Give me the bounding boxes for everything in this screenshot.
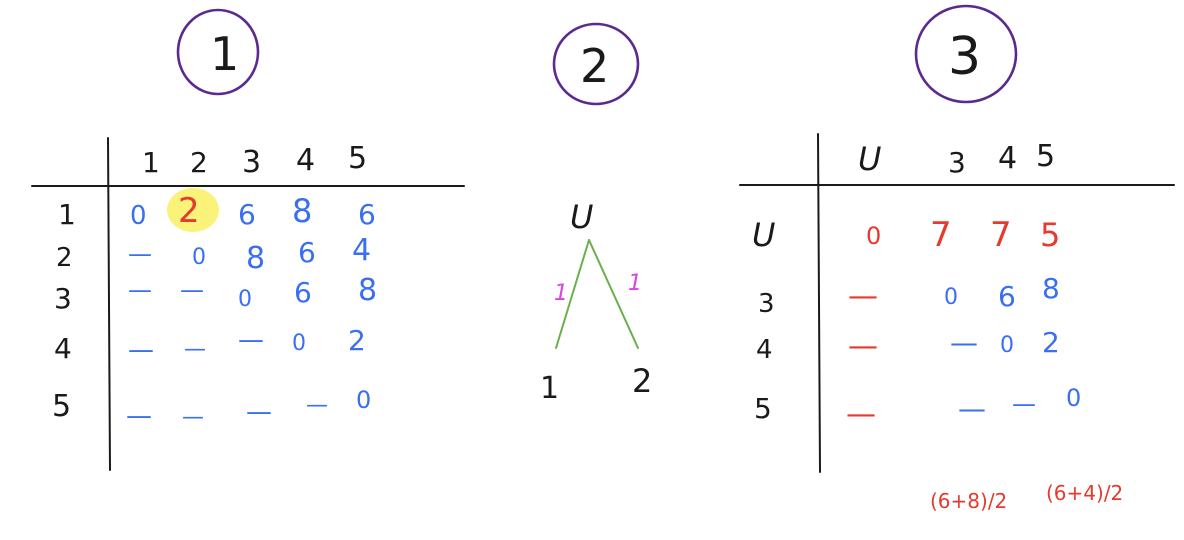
- matrix-1-cell: —: [246, 397, 272, 427]
- cluster-tree: U 1 2 1 1: [540, 198, 652, 406]
- matrix-1-cell: 0: [292, 331, 306, 356]
- matrix-3-cell: 0: [944, 285, 958, 310]
- matrix-1-row-header: 5: [52, 389, 71, 424]
- matrix-1: 1 2 3 4 5 1 2 3 4 5 0 2 6 8 6 — 0 8 6 4 …: [31, 137, 465, 471]
- matrix-1-cell: —: [128, 276, 152, 304]
- matrix-3: U 3 4 5 U 3 4 5 0 7 7 5 — 0 6 8 — — 0 2 …: [739, 133, 1175, 513]
- matrix-3-cell: 6: [998, 280, 1016, 313]
- matrix-1-cell: —: [128, 335, 154, 365]
- matrix-3-cell: —: [846, 397, 876, 432]
- matrix-1-col-header: 1: [142, 146, 160, 179]
- matrix-1-row-header: 2: [56, 243, 73, 273]
- matrix-1-cell: 0: [130, 201, 147, 231]
- matrix-1-row-rule: [107, 137, 111, 471]
- matrix-1-col-header: 5: [348, 141, 367, 176]
- matrix-3-cell: —: [950, 326, 978, 359]
- matrix-1-cell: —: [238, 325, 264, 355]
- matrix-1-cell: —: [184, 337, 206, 362]
- matrix-1-cell: 4: [352, 233, 371, 268]
- matrix-3-cell: 8: [1042, 272, 1060, 305]
- matrix-3-note: (6+4)/2: [1046, 481, 1123, 505]
- matrix-1-cell: 6: [238, 198, 256, 231]
- tree-right-branch: [588, 239, 639, 349]
- matrix-3-cell: 5: [1040, 216, 1060, 254]
- matrix-1-cell: —: [128, 240, 152, 268]
- matrix-1-cell: 6: [298, 236, 316, 269]
- matrix-1-cell: 6: [358, 198, 376, 231]
- tree-left-branch-length: 1: [554, 281, 568, 306]
- matrix-1-cell: 6: [294, 276, 312, 309]
- matrix-3-cell: —: [958, 392, 986, 425]
- matrix-3-cell: 0: [866, 222, 881, 250]
- matrix-1-col-header: 3: [242, 145, 261, 180]
- matrix-3-col-header: 5: [1036, 139, 1055, 174]
- matrix-3-row-header: 3: [758, 289, 775, 319]
- matrix-1-cell: —: [126, 401, 152, 431]
- matrix-1-cell: —: [180, 276, 204, 304]
- matrix-1-cell: 0: [356, 386, 371, 414]
- matrix-1-row-header: 4: [54, 332, 72, 365]
- step-2-label: 2: [580, 39, 609, 93]
- matrix-1-cell: 0: [192, 245, 206, 270]
- matrix-3-row-rule: [817, 133, 821, 473]
- matrix-1-row-header: 3: [54, 282, 72, 315]
- matrix-3-cell: 0: [1000, 333, 1014, 358]
- matrix-3-cell: —: [848, 279, 878, 314]
- matrix-1-cell: 8: [358, 273, 377, 308]
- matrix-3-row-header: 5: [754, 392, 772, 425]
- step-1-label: 1: [210, 27, 239, 81]
- step-1-circle: [176, 8, 260, 96]
- tree-right-branch-length: 1: [628, 271, 642, 296]
- matrix-3-col-header: 3: [948, 146, 966, 179]
- matrix-1-cell: 8: [246, 241, 265, 276]
- matrix-3-cell: —: [848, 329, 878, 364]
- highlight-marker: [167, 188, 219, 232]
- matrix-1-cell: —: [182, 405, 204, 430]
- matrix-3-cell: 2: [1042, 326, 1060, 359]
- matrix-3-cell: 0: [1066, 384, 1081, 412]
- tree-root-label: U: [570, 198, 593, 236]
- matrix-1-cell: 0: [238, 287, 252, 312]
- matrix-3-row-header: U: [752, 216, 775, 254]
- matrix-1-col-header: 4: [296, 143, 315, 178]
- matrix-3-col-header: U: [858, 140, 881, 178]
- matrix-1-cell: 2: [348, 324, 366, 357]
- matrix-3-cell: 7: [990, 215, 1012, 255]
- matrix-3-row-header: 4: [756, 335, 773, 365]
- step-3-circle: [914, 4, 1018, 104]
- matrix-1-cell: 8: [292, 192, 312, 230]
- matrix-3-cell: 7: [930, 215, 952, 255]
- matrix-1-cell: —: [306, 393, 328, 418]
- matrix-3-cell: —: [1012, 390, 1036, 418]
- step-3-label: 3: [948, 27, 981, 87]
- matrix-3-note: (6+8)/2: [930, 489, 1007, 513]
- matrix-1-col-header: 2: [190, 146, 208, 179]
- tree-left-leaf: 1: [540, 371, 559, 406]
- matrix-1-cell-highlighted: 2: [178, 191, 200, 231]
- matrix-1-row-header: 1: [58, 198, 76, 231]
- matrix-3-col-header: 4: [998, 141, 1017, 176]
- tree-left-branch: [555, 239, 590, 349]
- step-2-circle: [552, 22, 640, 106]
- tree-right-leaf: 2: [632, 362, 652, 400]
